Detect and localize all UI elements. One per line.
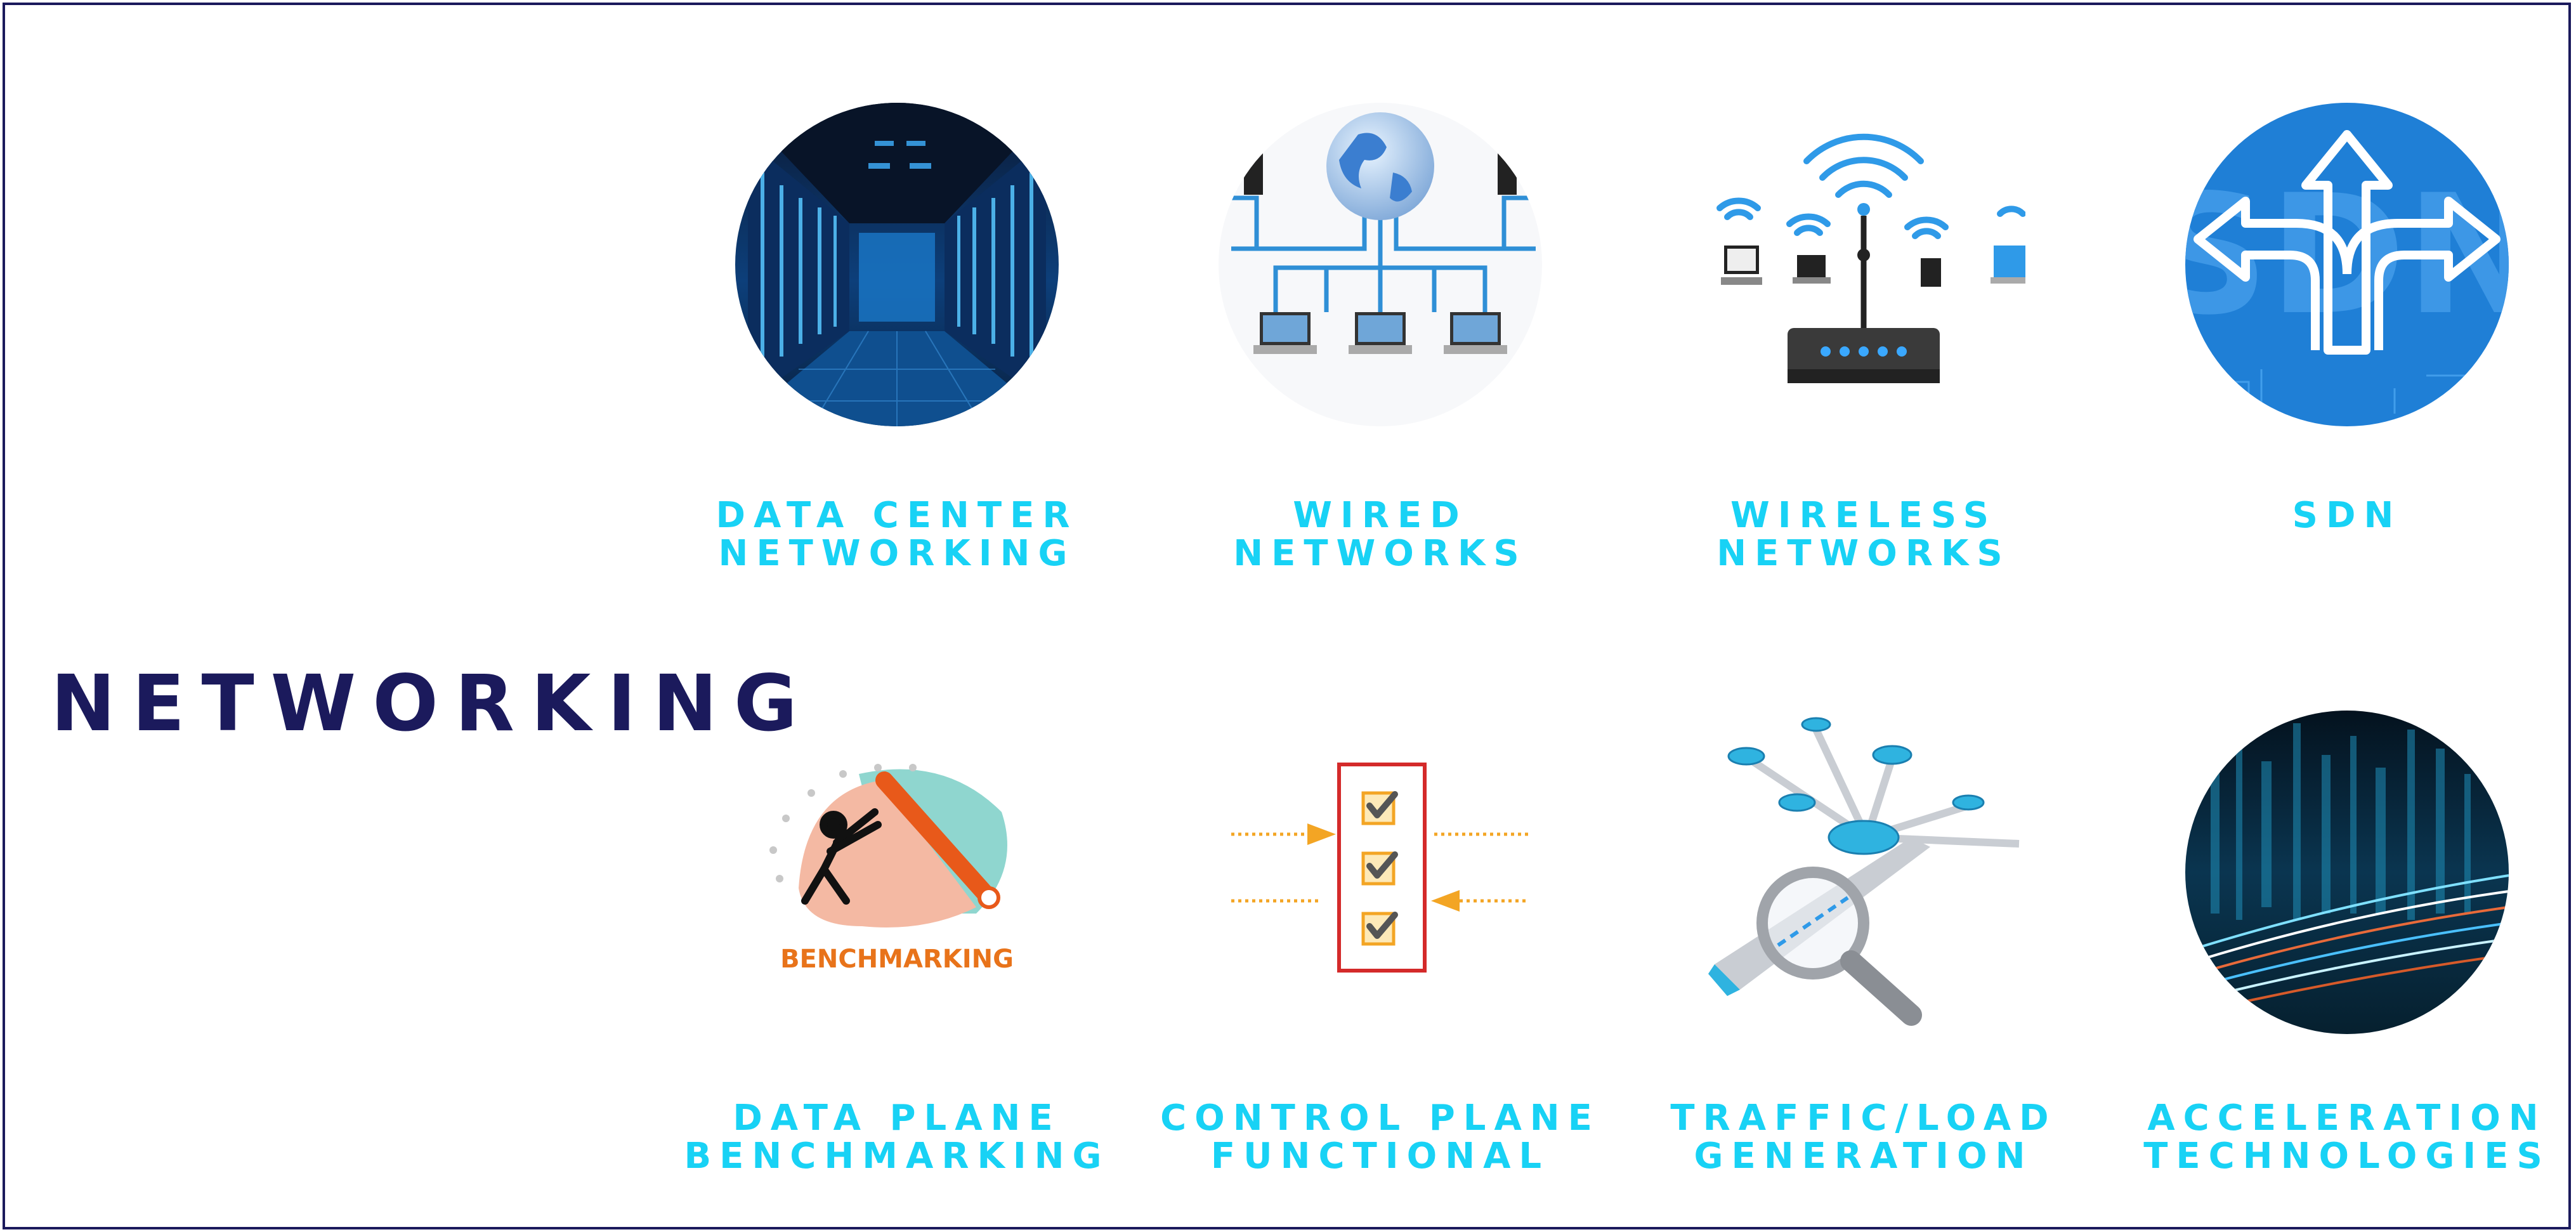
acceleration-lights-icon (2185, 711, 2509, 1034)
label-line-1: TRAFFIC/LOAD (1670, 1098, 2057, 1139)
item-label: TRAFFIC/LOAD GENERATION (1635, 1099, 2092, 1176)
benchmarking-icon-text: BENCHMARKING (780, 945, 1014, 974)
label-line-1: CONTROL PLANE (1160, 1098, 1600, 1139)
data-center-icon (735, 103, 1059, 426)
item-label: WIRED NETWORKS (1152, 497, 1609, 573)
wireless-router-icon (1702, 103, 2025, 426)
label-line-1: DATA PLANE (733, 1098, 1061, 1139)
label-line-2: FUNCTIONAL (1210, 1136, 1550, 1177)
label-line-1: WIRELESS (1730, 495, 1997, 536)
item-label: ACCELERATION TECHNOLOGIES (2119, 1099, 2575, 1176)
label-line-2: NETWORKS (1716, 533, 2011, 574)
item-label: DATA PLANE BENCHMARKING (669, 1099, 1125, 1176)
label-line-2: TECHNOLOGIES (2143, 1136, 2551, 1177)
item-label: DATA CENTER NETWORKING (669, 497, 1125, 573)
page-title: NETWORKING (51, 659, 814, 749)
label-line-1: DATA CENTER (716, 495, 1078, 536)
label-line-2: GENERATION (1694, 1136, 2034, 1177)
label-line-1: SDN (2292, 495, 2402, 536)
benchmarking-gauge-icon: BENCHMARKING (735, 742, 1059, 1066)
wired-network-icon (1219, 103, 1542, 426)
traffic-magnifier-icon (1702, 711, 2025, 1034)
item-label: CONTROL PLANE FUNCTIONAL (1152, 1099, 1609, 1176)
label-line-2: NETWORKING (718, 533, 1076, 574)
label-line-2: BENCHMARKING (684, 1136, 1110, 1177)
page-frame (3, 3, 2571, 1229)
sdn-arrows-icon: SDN (2185, 103, 2509, 426)
label-line-1: WIRED NETWORKS (1233, 495, 1527, 574)
item-label: WIRELESS NETWORKS (1635, 497, 2092, 573)
item-label: SDN (2119, 497, 2575, 535)
label-line-1: ACCELERATION (2147, 1098, 2547, 1139)
checklist-icon (1219, 742, 1542, 1066)
